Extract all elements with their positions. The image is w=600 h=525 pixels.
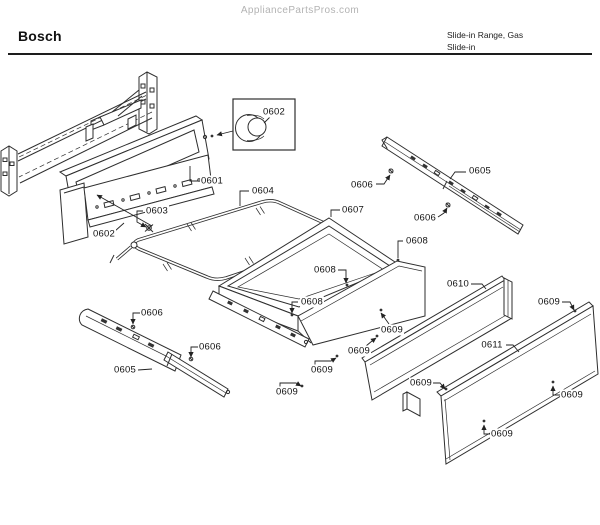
- leader-line: [263, 116, 271, 124]
- inner-panel-drawing: [361, 275, 513, 417]
- part-label-0606: 0606: [198, 341, 222, 353]
- leader-line: [365, 337, 377, 347]
- part-label-0606: 0606: [350, 179, 374, 191]
- leader-line: [289, 301, 298, 314]
- part-label-0604: 0604: [251, 185, 275, 197]
- leader-line: [562, 301, 575, 311]
- leader-line: [550, 385, 560, 396]
- part-label-0603: 0603: [145, 205, 169, 217]
- leader-line: [433, 382, 446, 390]
- doc-title-line2: Slide-in: [447, 42, 476, 52]
- part-label-0602: 0602: [262, 106, 286, 118]
- part-label-0605: 0605: [468, 165, 492, 177]
- part-label-0609: 0609: [380, 324, 404, 336]
- drawer-frame-drawing: [208, 217, 426, 348]
- leader-line: [189, 166, 198, 182]
- leader-line: [376, 174, 391, 185]
- part-label-0606: 0606: [413, 212, 437, 224]
- slide-rail-bottom-drawing: [78, 308, 231, 398]
- leader-line: [136, 210, 147, 228]
- part-label-0609: 0609: [347, 345, 371, 357]
- leader-lines-layer: [96, 116, 575, 435]
- doc-title-line1: Slide-in Range, Gas: [447, 30, 524, 40]
- part-label-0609: 0609: [537, 296, 561, 308]
- leader-line: [330, 209, 340, 217]
- screw-0606-left: [130, 324, 136, 330]
- part-label-0608: 0608: [405, 235, 429, 247]
- leader-line: [96, 194, 153, 227]
- part-label-0611: 0611: [480, 339, 504, 351]
- leader-line: [338, 269, 349, 284]
- part-label-0609: 0609: [409, 377, 433, 389]
- part-label-0606: 0606: [140, 307, 164, 319]
- screw-0606-mid: [445, 202, 451, 208]
- leader-line: [449, 171, 466, 180]
- watermark: AppliancePartsPros.com: [240, 5, 360, 16]
- part-label-0608: 0608: [313, 264, 337, 276]
- leader-line: [397, 240, 403, 258]
- leader-line: [437, 207, 448, 218]
- leader-line: [279, 381, 302, 388]
- slide-rail-top-drawing: [381, 136, 524, 235]
- leader-line: [471, 283, 487, 290]
- leader-line: [380, 312, 390, 325]
- leader-line: [188, 346, 199, 358]
- support-frame-drawing: [0, 71, 158, 197]
- brand-title: Bosch: [18, 28, 62, 44]
- leader-line: [481, 424, 490, 435]
- header-divider: [8, 53, 592, 55]
- leader-line: [239, 190, 249, 206]
- part-label-0609: 0609: [560, 389, 584, 401]
- part-label-0609: 0609: [490, 428, 514, 440]
- leader-line: [114, 222, 125, 232]
- leader-line: [130, 312, 140, 325]
- screw-0603-drawing: [144, 223, 154, 233]
- drawer-front-panel-drawing: [436, 301, 599, 465]
- part-label-0607: 0607: [341, 204, 365, 216]
- part-label-0602: 0602: [92, 228, 116, 240]
- screw-0606-right: [188, 356, 194, 362]
- part-label-0605: 0605: [113, 364, 137, 376]
- part-label-0608: 0608: [300, 296, 324, 308]
- part-label-0609: 0609: [310, 364, 334, 376]
- screw-0606-top: [388, 168, 394, 174]
- part-label-0610: 0610: [446, 278, 470, 290]
- part-label-0601: 0601: [200, 175, 224, 187]
- leader-line: [314, 357, 337, 365]
- leader-line: [216, 130, 234, 137]
- part-label-0609: 0609: [275, 386, 299, 398]
- small-screws-drawing: [210, 134, 577, 423]
- doc-title: Slide-in Range, Gas Slide-in: [447, 29, 523, 53]
- leader-line: [137, 368, 153, 371]
- leader-line: [506, 344, 520, 353]
